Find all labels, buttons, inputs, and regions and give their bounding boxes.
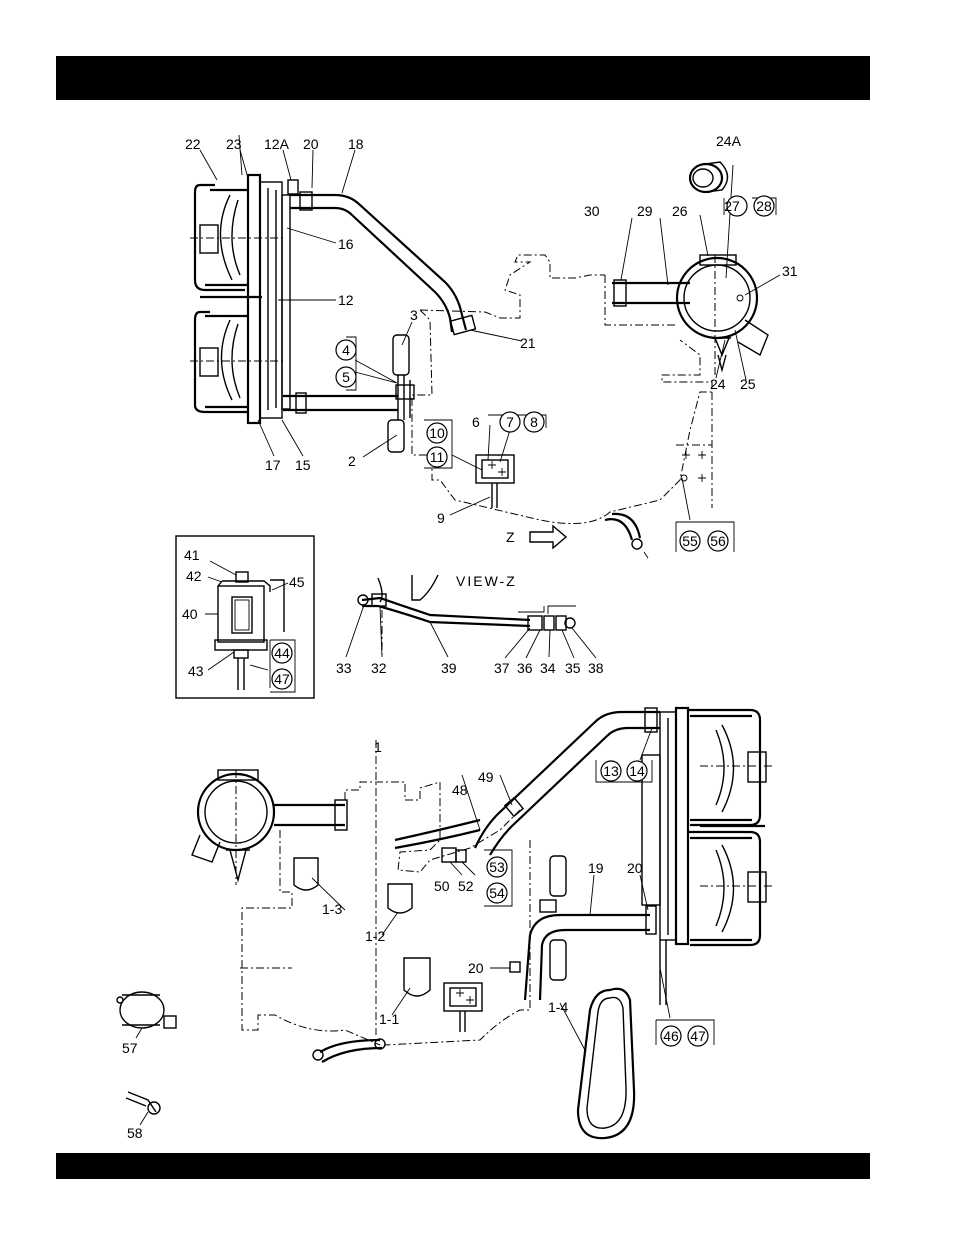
label-16: 16	[338, 236, 354, 252]
label-2: 2	[348, 453, 356, 469]
label-5: 5	[342, 369, 350, 385]
label-21: 21	[520, 335, 536, 351]
label-58: 58	[127, 1125, 143, 1141]
label-24: 24	[710, 376, 726, 392]
label-42: 42	[186, 568, 202, 584]
label-14: 14	[629, 763, 645, 779]
label-56: 56	[710, 533, 726, 549]
label-38: 38	[588, 660, 604, 676]
label-25: 25	[740, 376, 756, 392]
label-33: 33	[336, 660, 352, 676]
label-1: 1	[374, 739, 382, 755]
label-4: 4	[342, 342, 350, 358]
label-32: 32	[371, 660, 387, 676]
label-29: 29	[637, 203, 653, 219]
label-7: 7	[506, 414, 514, 430]
label-17: 17	[265, 457, 281, 473]
label-13: 13	[603, 763, 619, 779]
label-40: 40	[182, 606, 198, 622]
label-22: 22	[185, 136, 201, 152]
label-57: 57	[122, 1040, 138, 1056]
label-12: 12	[338, 292, 354, 308]
circled-callouts	[272, 196, 774, 1046]
label-35: 35	[565, 660, 581, 676]
label-1-2: 1-2	[365, 928, 385, 944]
label-39: 39	[441, 660, 457, 676]
upper-radiator-assembly	[190, 175, 475, 452]
label-10: 10	[429, 425, 445, 441]
label-15: 15	[295, 457, 311, 473]
label-47-inset: 47	[274, 671, 290, 687]
label-50: 50	[434, 878, 450, 894]
label-55: 55	[682, 533, 698, 549]
label-47-lower: 47	[690, 1028, 706, 1044]
label-Z: Z	[506, 529, 515, 545]
label-1-1: 1-1	[379, 1011, 399, 1027]
label-27: 27	[724, 198, 740, 214]
label-12A: 12A	[264, 136, 290, 152]
label-28: 28	[756, 198, 772, 214]
label-view-z: VIEW-Z	[456, 573, 517, 589]
label-49: 49	[478, 769, 494, 785]
label-45: 45	[289, 574, 305, 590]
lower-engine-assembly	[117, 708, 775, 1138]
label-34: 34	[540, 660, 556, 676]
label-23: 23	[226, 136, 242, 152]
label-48: 48	[452, 782, 468, 798]
label-36: 36	[517, 660, 533, 676]
label-9: 9	[437, 510, 445, 526]
upper-air-cleaner	[605, 162, 768, 378]
label-53: 53	[489, 859, 505, 875]
upper-leader-lines	[200, 135, 780, 520]
label-20-lower: 20	[468, 960, 484, 976]
label-19: 19	[588, 860, 604, 876]
label-24A: 24A	[716, 133, 742, 149]
label-1-4: 1-4	[548, 999, 568, 1015]
label-41: 41	[184, 547, 200, 563]
label-1-3: 1-3	[322, 901, 342, 917]
label-20-right: 20	[627, 860, 643, 876]
callout-brackets	[270, 198, 776, 1045]
label-26: 26	[672, 203, 688, 219]
label-18: 18	[348, 136, 364, 152]
label-43: 43	[188, 663, 204, 679]
label-44: 44	[274, 645, 290, 661]
label-20-top: 20	[303, 136, 319, 152]
upper-mount-bracket	[476, 455, 514, 508]
label-30: 30	[584, 203, 600, 219]
label-3: 3	[410, 307, 418, 323]
label-54: 54	[489, 885, 505, 901]
label-46: 46	[663, 1028, 679, 1044]
label-37: 37	[494, 660, 510, 676]
label-6: 6	[472, 414, 480, 430]
label-31: 31	[782, 263, 798, 279]
label-8: 8	[530, 414, 538, 430]
label-52: 52	[458, 878, 474, 894]
label-11: 11	[430, 449, 445, 465]
